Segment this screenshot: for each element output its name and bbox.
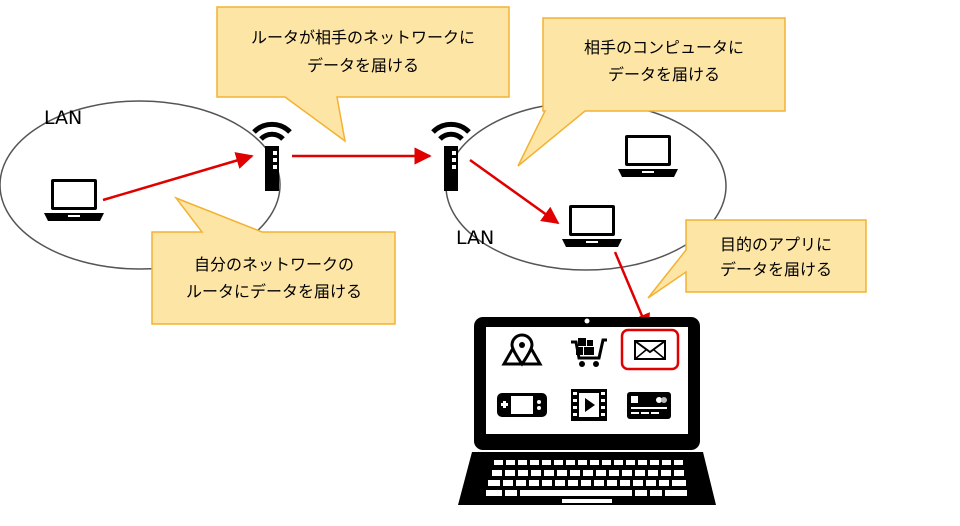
credit-card-icon [627, 392, 671, 419]
callout-to-computer-line2: データを届ける [608, 65, 720, 84]
callout-router-to-network-line1: ルータが相手のネットワークに [251, 28, 475, 47]
callout-own-router-line1: 自分のネットワークの [194, 255, 354, 274]
callout-to-app-line1: 目的のアプリに [720, 235, 832, 254]
callout-router-to-network-line2: データを届ける [307, 56, 419, 75]
callout-to-app: 目的のアプリに データを届ける [647, 219, 867, 299]
callout-to-computer: 相手のコンピュータに データを届ける [517, 17, 786, 167]
router-icon [254, 124, 290, 191]
arrow-router-to-laptop [469, 158, 560, 225]
callout-own-router-line2: ルータにデータを届ける [186, 282, 362, 301]
arrow-laptop-to-router [102, 152, 254, 202]
callout-router-to-network: ルータが相手のネットワークに データを届ける [216, 6, 510, 143]
laptop-icon [562, 205, 622, 247]
laptop-icon [44, 179, 104, 221]
game-console-icon [497, 393, 547, 417]
map-pin-icon [501, 333, 543, 367]
callout-own-router: 自分のネットワークの ルータにデータを届ける [151, 196, 396, 325]
callout-to-computer-line1: 相手のコンピュータに [584, 38, 744, 57]
lan-label-right: LAN [456, 227, 494, 249]
laptop-icon [618, 135, 678, 177]
video-play-icon [571, 389, 607, 421]
mail-icon [620, 328, 680, 371]
left-lan-ellipse [0, 100, 281, 270]
lan-label-left: LAN [44, 107, 82, 129]
callout-to-app-line2: データを届ける [720, 260, 832, 279]
router-icon [433, 124, 469, 191]
shopping-cart-icon [571, 338, 607, 367]
